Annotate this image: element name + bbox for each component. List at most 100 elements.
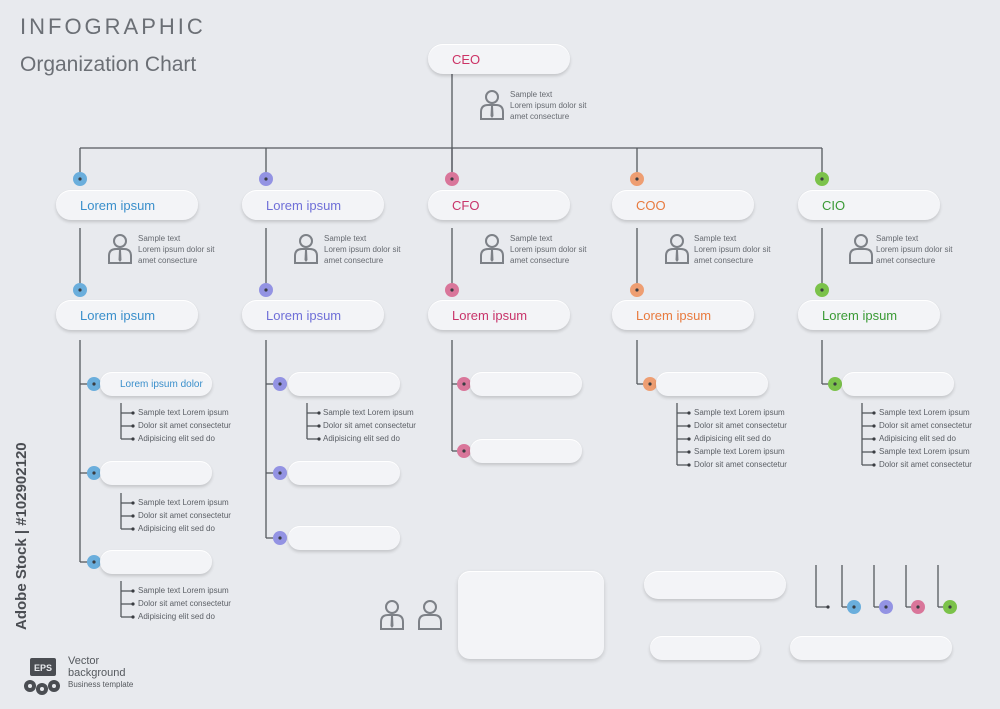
- bullets-1-2: Sample text Lorem ipsum Dolor sit amet c…: [138, 498, 231, 533]
- exec-person-icon-cfo: [480, 234, 504, 264]
- bullet-dot: [872, 450, 876, 454]
- sample-person-icon: [418, 600, 442, 630]
- bullet-dot: [317, 424, 321, 428]
- bullet-dot: [131, 411, 135, 415]
- manager-label-2: Lorem ipsum: [266, 307, 342, 323]
- sub-box-3-2: [470, 439, 582, 463]
- adobe-stock-side-text: Adobe Stock | #102902120: [13, 442, 30, 630]
- exec-box-2: Lorem ipsum: [242, 190, 384, 220]
- node-dot-center: [833, 382, 837, 386]
- sample-end-dot: [826, 605, 830, 609]
- manager-box-4: Lorem ipsum: [612, 300, 754, 330]
- bullet-dot: [687, 411, 691, 415]
- manager-box-5: Lorem ipsum: [798, 300, 940, 330]
- exec-info-coo: Sample text Lorem ipsum dolor sit amet c…: [694, 234, 771, 265]
- node-dot-center: [462, 449, 466, 453]
- bullet-dot: [872, 424, 876, 428]
- exec-label-coo: COO: [636, 197, 666, 213]
- exec-box-cfo: CFO: [428, 190, 570, 220]
- bullets-5-1: Sample text Lorem ipsum Dolor sit amet c…: [879, 408, 972, 469]
- node-dot-center: [278, 536, 282, 540]
- bullet-dot: [317, 411, 321, 415]
- sample-person-icon-tie: [380, 600, 404, 630]
- manager-box-1: Lorem ipsum: [56, 300, 198, 330]
- node-dot-center: [92, 471, 96, 475]
- node-dot-center: [635, 177, 639, 181]
- bullets-2-1: Sample text Lorem ipsum Dolor sit amet c…: [323, 408, 416, 443]
- manager-box-2: Lorem ipsum: [242, 300, 384, 330]
- chart-subtitle: Organization Chart: [20, 53, 197, 76]
- bullet-dot: [131, 615, 135, 619]
- ceo-box: CEO: [428, 44, 570, 74]
- bullet-dot: [131, 527, 135, 531]
- exec-info-2: Sample text Lorem ipsum dolor sit amet c…: [324, 234, 401, 265]
- manager-label-1: Lorem ipsum: [80, 307, 156, 323]
- node-dot-center: [648, 382, 652, 386]
- node-dot-center: [852, 605, 856, 609]
- sub-box-2-3: [288, 526, 400, 550]
- template-pill-3: [790, 636, 952, 660]
- node-dot-center: [916, 605, 920, 609]
- sub-box-1-3: [100, 550, 212, 574]
- manager-label-4: Lorem ipsum: [636, 307, 712, 323]
- exec-label-cfo: CFO: [452, 197, 480, 213]
- eps-badge-icon: EPS: [22, 656, 62, 698]
- manager-label-5: Lorem ipsum: [822, 307, 898, 323]
- node-dot-center: [264, 177, 268, 181]
- bullet-dot: [872, 437, 876, 441]
- exec-person-icon-cio: [849, 234, 873, 264]
- node-dot-center: [884, 605, 888, 609]
- exec-info-cio: Sample text Lorem ipsum dolor sit amet c…: [876, 234, 953, 265]
- node-dot-center: [78, 288, 82, 292]
- ceo-label: CEO: [452, 51, 481, 67]
- sub-box-2-2: [288, 461, 400, 485]
- sub-box-4-1: [656, 372, 768, 396]
- bullets-1-3: Sample text Lorem ipsum Dolor sit amet c…: [138, 586, 231, 621]
- exec-info-cfo: Sample text Lorem ipsum dolor sit amet c…: [510, 234, 587, 265]
- exec-person-icon-coo: [665, 234, 689, 264]
- node-dot-center: [78, 177, 82, 181]
- node-dot-center: [820, 177, 824, 181]
- node-dot-center: [450, 177, 454, 181]
- exec-info-1: Sample text Lorem ipsum dolor sit amet c…: [138, 234, 215, 265]
- manager-label-3: Lorem ipsum: [452, 307, 528, 323]
- template-square-box: [458, 571, 604, 659]
- exec-person-icon-2: [294, 234, 318, 264]
- bullet-dot: [131, 602, 135, 606]
- node-dot-center: [264, 288, 268, 292]
- ceo-person-icon: [480, 90, 504, 120]
- bullet-dot: [131, 514, 135, 518]
- node-dot-center: [450, 288, 454, 292]
- bullet-dot: [131, 437, 135, 441]
- template-pill-2: [650, 636, 760, 660]
- bullet-dot: [317, 437, 321, 441]
- node-dot-center: [820, 288, 824, 292]
- ceo-info: Sample text Lorem ipsum dolor sit amet c…: [510, 90, 587, 121]
- exec-box-cio: CIO: [798, 190, 940, 220]
- bullet-dot: [131, 589, 135, 593]
- sub-box-3-1: [470, 372, 582, 396]
- footer-text: Vector background Business template: [68, 655, 134, 689]
- bullets-4-1: Sample text Lorem ipsum Dolor sit amet c…: [694, 408, 787, 469]
- bullet-dot: [131, 424, 135, 428]
- exec-box-coo: COO: [612, 190, 754, 220]
- exec-person-icon-1: [108, 234, 132, 264]
- node-dot-center: [278, 382, 282, 386]
- bullet-dot: [687, 450, 691, 454]
- node-dot-center: [462, 382, 466, 386]
- exec-box-1: Lorem ipsum: [56, 190, 198, 220]
- bullet-dot: [872, 411, 876, 415]
- eps-badge-text: EPS: [34, 663, 52, 673]
- exec-label-cio: CIO: [822, 197, 846, 213]
- bullet-dot: [687, 463, 691, 467]
- sub-box-1-2: [100, 461, 212, 485]
- exec-label-1: Lorem ipsum: [80, 197, 156, 213]
- sub-box-2-1: [288, 372, 400, 396]
- bullet-dot: [687, 437, 691, 441]
- node-dot-center: [278, 471, 282, 475]
- bullet-dot: [687, 424, 691, 428]
- node-dot-center: [92, 382, 96, 386]
- template-pill-1: [644, 571, 786, 599]
